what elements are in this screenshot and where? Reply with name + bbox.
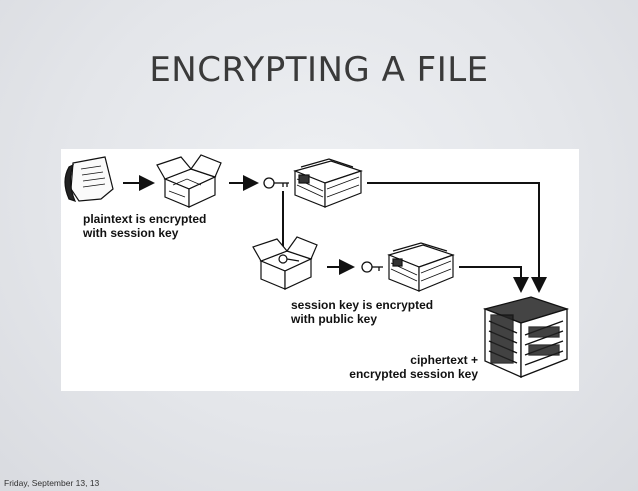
session-key-icon [263,177,289,189]
footer-date: Friday, September 13, 13 [4,478,100,488]
caption-step2: session key is encrypted with public key [291,298,434,326]
diagram-canvas [64,154,570,379]
arrow-to-output-mid [459,266,529,293]
plaintext-document-icon [64,156,114,202]
encryption-diagram: plaintext is encrypted with session key … [61,149,579,391]
open-box-icon [156,154,222,208]
locked-key-box-icon [387,242,455,292]
public-key-icon [361,261,383,273]
caption-result: ciphertext + encrypted session key [349,353,478,381]
slide-title: ENCRYPTING A FILE [149,50,489,90]
caption-step1: plaintext is encrypted with session key [83,212,207,240]
open-box-with-key-icon [252,236,318,290]
locked-box-icon [293,158,363,208]
ciphertext-bundle-icon [482,296,570,379]
arrow-to-output-top [367,182,547,293]
